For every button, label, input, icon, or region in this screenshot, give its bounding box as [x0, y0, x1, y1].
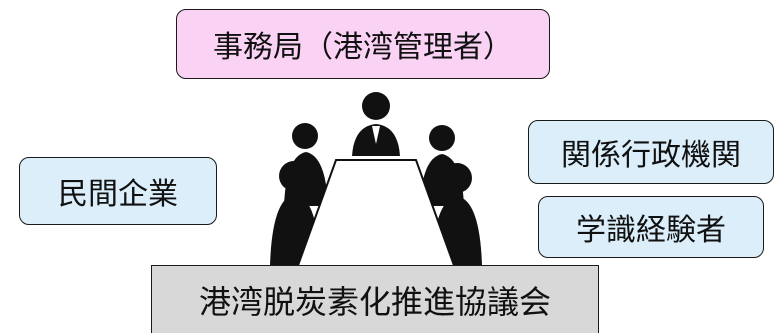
secretariat-box: 事務局（港湾管理者） [176, 9, 550, 79]
experts-box: 学識経験者 [538, 196, 764, 258]
council-label: 港湾脱炭素化推進協議会 [198, 282, 551, 321]
secretariat-label: 事務局（港湾管理者） [213, 30, 513, 65]
private-companies-label: 民間企業 [58, 177, 178, 212]
conference-table-people-icon [270, 92, 482, 271]
experts-label: 学識経験者 [576, 213, 726, 248]
agencies-box: 関係行政機関 [528, 120, 774, 184]
agencies-label: 関係行政機関 [561, 138, 741, 173]
private-companies-box: 民間企業 [19, 157, 217, 225]
council-box: 港湾脱炭素化推進協議会 [151, 265, 599, 333]
